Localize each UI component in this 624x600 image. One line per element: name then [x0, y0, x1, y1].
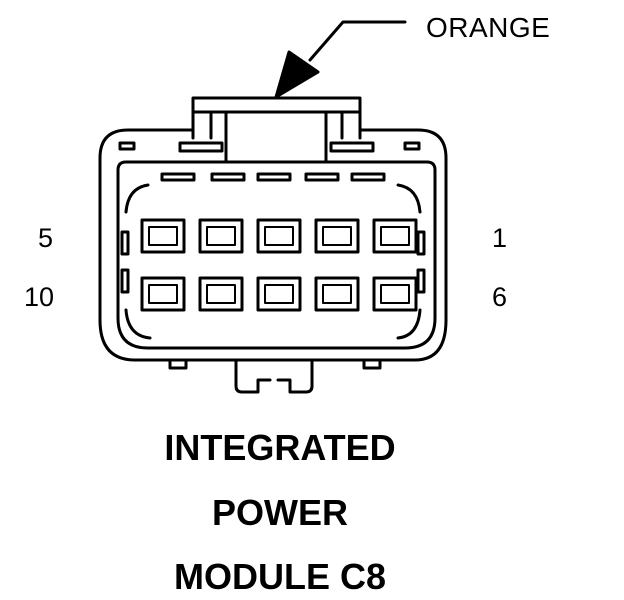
pin-cavity — [372, 276, 418, 312]
pin-cavity-inner — [206, 284, 236, 304]
pin-cavity-inner — [148, 226, 178, 246]
pin-cavity-inner — [264, 284, 294, 304]
pin-number-top-right: 1 — [492, 223, 508, 253]
pin-cavity — [140, 218, 186, 254]
pin-cavity-inner — [380, 284, 410, 304]
pin-cavity-inner — [322, 284, 352, 304]
pin-cavity-inner — [206, 226, 236, 246]
pin-number-bottom-right: 6 — [492, 282, 508, 312]
connector-latch — [191, 96, 362, 164]
pin-cavity — [256, 276, 302, 312]
pin-cavity — [256, 218, 302, 254]
connector-title-line-1: INTEGRATED — [164, 427, 396, 468]
callout-leader-line — [308, 20, 407, 62]
connector-inner-shell — [116, 160, 437, 350]
side-slot-left-top — [120, 230, 130, 256]
wire-color-label: ORANGE — [426, 12, 551, 43]
pin-number-top-left: 5 — [38, 223, 54, 253]
callout-arrow-icon — [274, 50, 320, 99]
pin-cavity-inner — [148, 284, 178, 304]
connector-title-line-3: MODULE C8 — [173, 556, 386, 597]
side-slot-right-bottom — [416, 268, 426, 294]
connector-title-line-2: POWER — [211, 492, 348, 533]
connector-corner-guide-left — [124, 183, 150, 214]
connector-bottom-key-left — [234, 358, 272, 394]
pin-cavity-grid — [140, 218, 418, 312]
pin-cavity — [198, 276, 244, 312]
pin-number-bottom-left: 10 — [24, 282, 55, 312]
side-slot-right-top — [416, 230, 426, 256]
pin-cavity — [314, 276, 360, 312]
connector-corner-guide-bottom-left — [124, 308, 152, 340]
pin-cavity — [372, 218, 418, 254]
connector-bottom-key-right — [276, 358, 314, 394]
side-slot-left-bottom — [120, 268, 130, 294]
pin-cavity — [198, 218, 244, 254]
connector-bottom-tab-right — [362, 358, 382, 370]
connector-bottom-tab-left — [168, 358, 188, 370]
pin-cavity-inner — [264, 226, 294, 246]
pin-cavity — [314, 218, 360, 254]
pin-cavity — [140, 276, 186, 312]
connector-outer-shell — [98, 128, 448, 362]
connector-corner-guide-bottom-right — [396, 308, 422, 340]
pin-cavity-inner — [322, 226, 352, 246]
connector-top-slots — [118, 141, 421, 182]
connector-corner-guide-right — [396, 183, 422, 214]
pin-cavity-inner — [380, 226, 410, 246]
